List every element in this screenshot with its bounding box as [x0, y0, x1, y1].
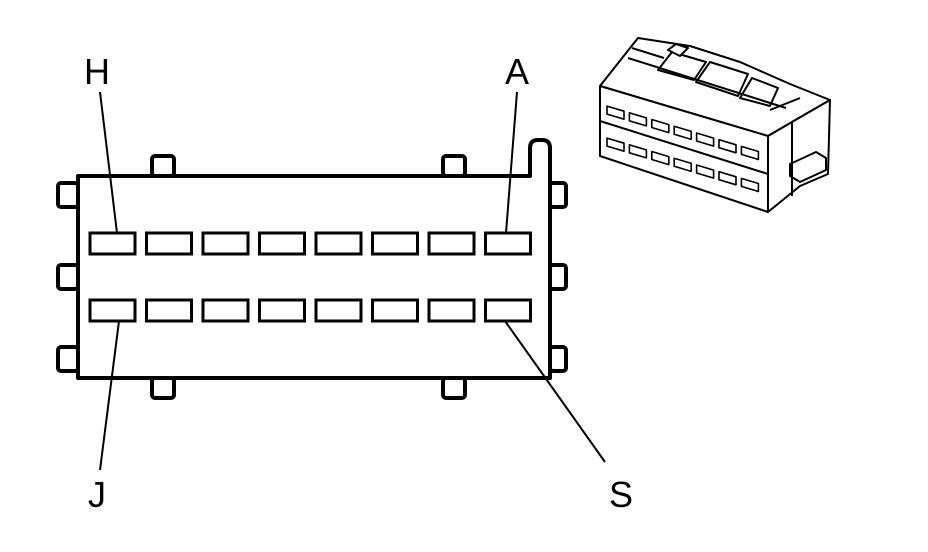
leader-line-h — [99, 91, 118, 234]
iso-terminal-cavity — [718, 138, 737, 154]
connector-isometric-view — [599, 37, 831, 213]
pin-label-h: H — [84, 51, 110, 92]
terminal-cavity — [201, 298, 250, 323]
iso-top-edge-3 — [769, 97, 801, 111]
side-tab-left-top — [56, 181, 80, 209]
iso-terminal-cavity — [651, 118, 670, 134]
side-tab-right-top — [548, 181, 568, 209]
leader-line-a — [505, 91, 518, 234]
terminal-cavity — [145, 231, 193, 256]
terminal-cavity — [314, 231, 363, 256]
leader-line-s — [504, 320, 606, 463]
terminal-cavity — [88, 298, 137, 323]
top-latch-tab-left — [150, 154, 176, 178]
iso-terminal-cavity — [718, 170, 737, 186]
connector-face-view: H A J S — [56, 51, 633, 515]
connector-housing-outline — [76, 138, 552, 380]
iso-top-rib-1 — [657, 51, 707, 81]
iso-terminal-cavity — [673, 125, 692, 141]
iso-front-divider — [599, 120, 769, 175]
side-tab-right-bottom — [548, 345, 568, 373]
terminal-cavity — [145, 298, 193, 323]
iso-top-rib-3 — [739, 77, 779, 107]
iso-terminal-cavity — [673, 157, 692, 173]
iso-terminal-cavity — [628, 144, 648, 159]
iso-terminal-cavity — [628, 112, 648, 127]
terminal-cavity — [258, 231, 306, 256]
terminal-cavity — [427, 298, 476, 323]
pin-label-j: J — [88, 474, 106, 515]
terminal-cavity — [371, 231, 419, 256]
iso-terminal-cavity — [740, 177, 760, 193]
side-tab-right-middle — [548, 263, 568, 291]
side-tab-left-bottom — [56, 345, 80, 373]
iso-side-latch — [789, 151, 827, 183]
iso-top-edge-2 — [627, 57, 787, 109]
terminal-cavity — [484, 231, 532, 256]
iso-top-latch — [667, 43, 689, 57]
iso-terminal-cavities — [606, 105, 760, 193]
pin-label-s: S — [609, 474, 633, 515]
iso-top-edge-1 — [631, 47, 665, 59]
pin-label-a: A — [505, 51, 529, 92]
side-tab-left-middle — [56, 263, 80, 291]
terminal-cavity — [314, 298, 363, 323]
iso-terminal-cavity — [695, 164, 715, 179]
iso-terminal-cavity — [606, 137, 625, 152]
iso-terminal-cavity — [695, 132, 715, 147]
iso-terminal-cavity — [740, 145, 760, 161]
top-latch-tab-right — [441, 154, 467, 178]
terminal-cavity — [88, 231, 137, 256]
bottom-latch-tab-left — [150, 376, 176, 400]
leader-line-j — [99, 320, 120, 471]
terminal-cavity — [201, 231, 250, 256]
terminal-cavity — [427, 231, 476, 256]
terminal-cavity — [484, 298, 532, 323]
terminal-cavity — [258, 298, 306, 323]
terminal-cavity — [371, 298, 419, 323]
iso-terminal-cavity — [651, 150, 670, 166]
terminal-cavities — [88, 231, 532, 323]
iso-terminal-cavity — [606, 105, 625, 120]
bottom-latch-tab-right — [441, 376, 467, 400]
iso-top-rib-2 — [695, 61, 749, 97]
